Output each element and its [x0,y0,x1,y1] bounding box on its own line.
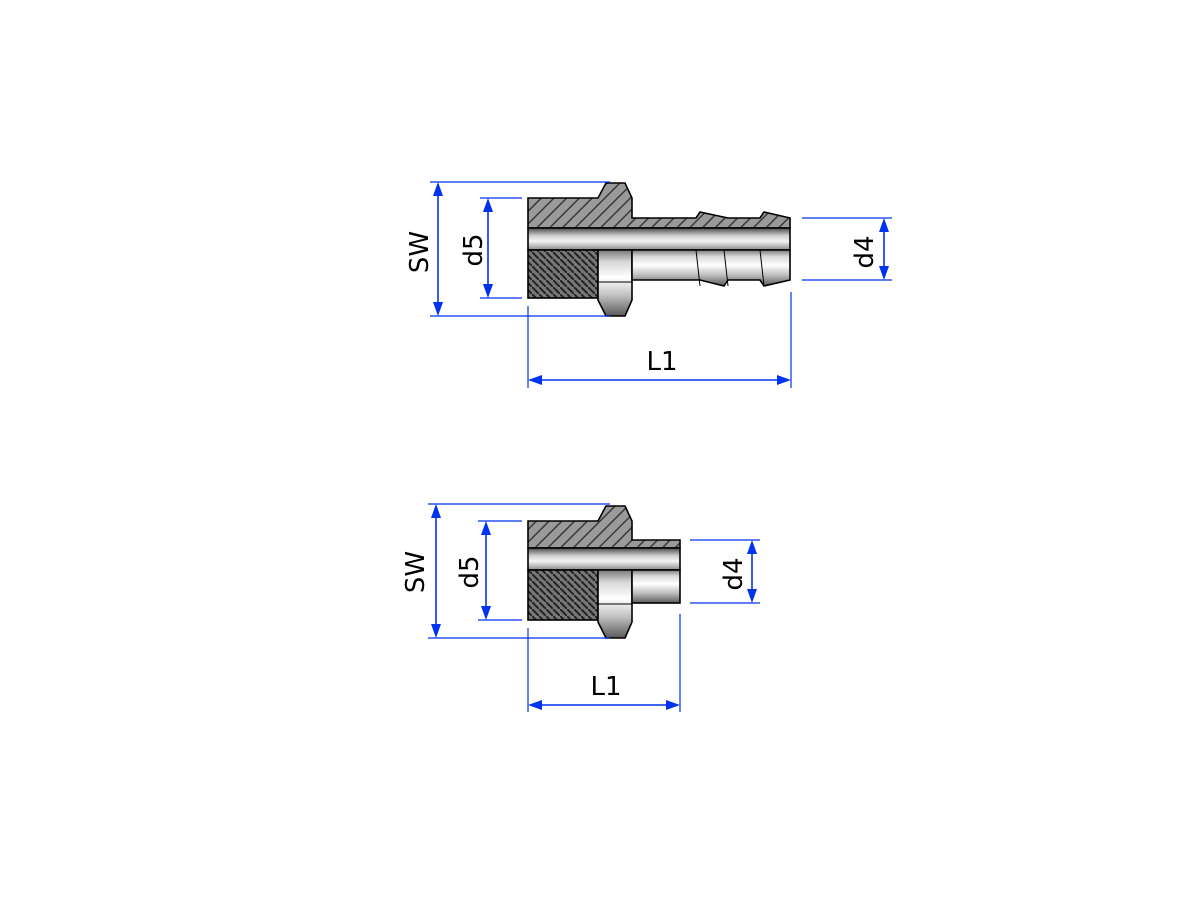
hex-nut [597,249,633,317]
barb-body [631,249,791,287]
section-cut-upper [527,182,791,229]
sw-label: SW [405,231,435,273]
sw-dimension: SW [401,503,610,639]
bore [527,547,681,571]
section-cut-upper [527,505,681,549]
l1-label: L1 [590,672,621,702]
fitting-hose-barb: SW d5 d4 L1 [405,181,892,388]
thread [527,249,599,299]
bore [527,227,791,251]
l1-label: L1 [646,347,677,377]
d4-label: d4 [850,235,880,268]
d5-label: d5 [455,555,485,588]
l1-dimension: L1 [527,292,792,388]
l1-dimension: L1 [527,614,681,712]
fitting-tube-stub: SW d5 d4 L1 [401,503,760,712]
d5-dimension: d5 [459,197,522,299]
sw-dimension: SW [405,181,610,317]
d4-label: d4 [719,557,749,590]
d5-label: d5 [459,233,489,266]
sw-label: SW [401,551,431,593]
thread [527,569,599,621]
tube-stub-body [631,569,681,604]
d4-dimension: d4 [802,217,892,281]
d5-dimension: d5 [455,520,522,621]
d4-dimension: d4 [690,539,760,604]
